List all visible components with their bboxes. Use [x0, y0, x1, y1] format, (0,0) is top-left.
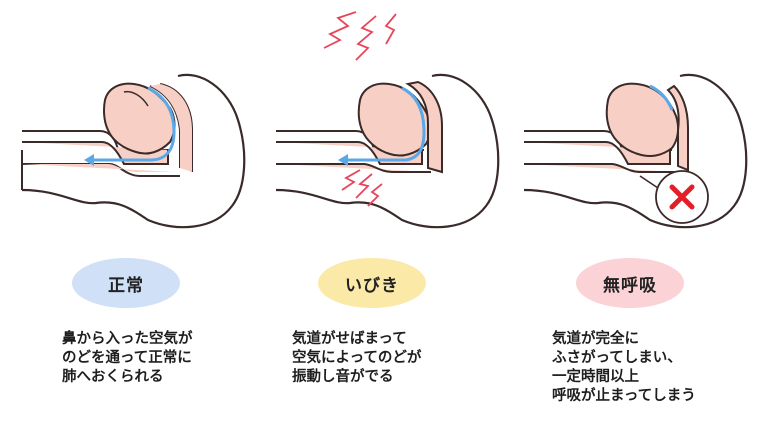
badge-label: いびき [345, 275, 399, 296]
badge-snoring: いびき [318, 258, 426, 308]
head-outline [523, 73, 748, 229]
illustration-apnea [523, 73, 748, 229]
airflow-arrow-blocked [649, 84, 674, 111]
airflow-arrow [344, 86, 426, 162]
panel-apnea: 無呼吸 気道が完全に ふさがってしまい、 一定時間以上 呼吸が止まってしまう [512, 0, 768, 430]
illustration-normal [21, 73, 246, 229]
badge-apnea: 無呼吸 [576, 258, 684, 308]
badge-label: 無呼吸 [603, 275, 657, 296]
tongue-blocking [605, 82, 680, 157]
tongue [357, 82, 432, 157]
airflow-arrowhead-icon [84, 154, 94, 166]
tongue [103, 82, 176, 155]
airflow-arrowhead-icon [338, 154, 348, 166]
description-apnea: 気道が完全に ふさがってしまい、 一定時間以上 呼吸が止まってしまう [552, 331, 696, 404]
description-snoring: 気道がせばまって 空気によってのどが 振動し音がでる [292, 331, 422, 385]
trachea [524, 141, 671, 165]
badge-label: 正常 [108, 275, 144, 296]
airflow-arrow [90, 86, 176, 162]
head-outline [21, 73, 246, 229]
head-outline [275, 73, 500, 229]
vibration-zigzag-icon [323, 11, 397, 207]
description-normal: 鼻から入った空気が のどを通って正常に 肺へおくられる [62, 331, 193, 385]
illustration-snoring [275, 11, 500, 229]
panel-normal: 正常 鼻から入った空気が のどを通って正常に 肺へおくられる [0, 0, 256, 430]
badge-normal: 正常 [72, 258, 180, 308]
blocked-x-icon [669, 184, 695, 210]
panel-snoring: いびき 気道がせばまって 空気によってのどが 振動し音がでる [256, 0, 512, 430]
